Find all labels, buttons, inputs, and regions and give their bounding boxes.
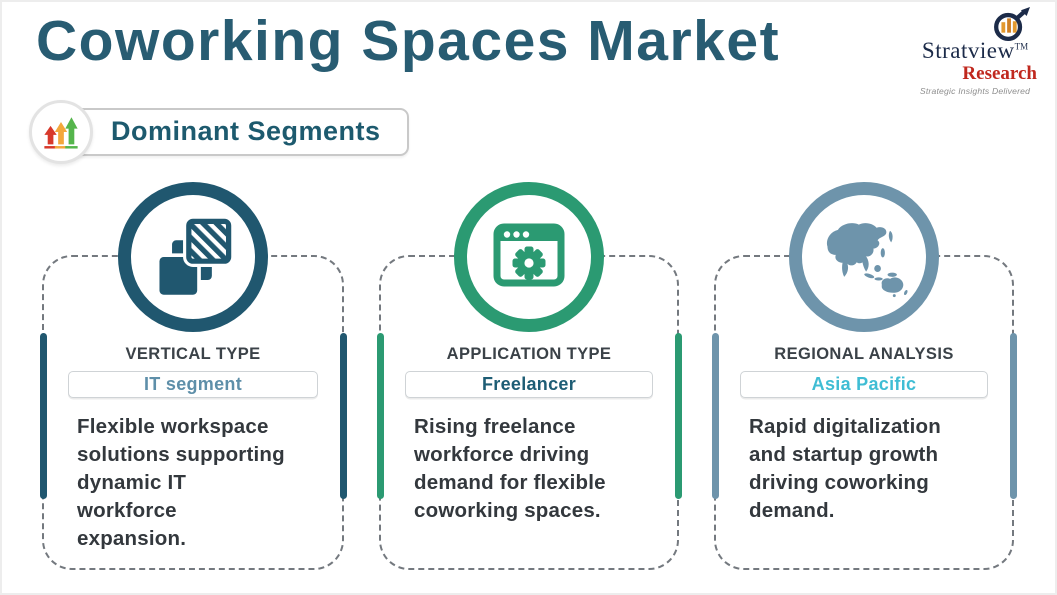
accent-bar-left (39, 333, 47, 499)
page-title: Coworking Spaces Market (36, 9, 781, 73)
card-description: Rising freelance workforce driving deman… (414, 415, 606, 522)
browser-gear-icon (493, 223, 565, 287)
card-circle (789, 182, 939, 332)
card-circle (118, 182, 268, 332)
logo-brand2-text: Research (962, 63, 1037, 85)
section-badge-label: Dominant Segments (61, 108, 409, 156)
card-circle (454, 182, 604, 332)
accent-bar-right (1009, 333, 1017, 499)
growth-arrows-icon (29, 100, 93, 164)
logo-brand-name: StratviewTM (921, 38, 1029, 63)
stratview-logo: StratviewTM Research Strategic Insights … (911, 6, 1039, 96)
card-category: VERTICAL TYPE (125, 345, 261, 363)
asia-pacific-map-icon (826, 223, 908, 298)
accent-bar-left (376, 333, 384, 499)
segment-chip: IT segment (68, 371, 318, 398)
layers-icon (155, 215, 235, 299)
logo-trademark: TM (1014, 41, 1029, 52)
magnifier-chart-icon (994, 6, 1030, 41)
segment-card-regional-analysis: REGIONAL ANALYSIS Asia Pacific Rapid dig… (711, 182, 1017, 570)
segment-chip: Freelancer (405, 371, 653, 398)
card-description: Rapid digitalization and startup growth … (749, 415, 941, 522)
logo-brand-text: Stratview (921, 38, 1015, 63)
segment-card-application-type: APPLICATION TYPE Freelancer Rising freel… (376, 182, 682, 570)
segment-chip: Asia Pacific (740, 371, 988, 398)
segment-card-vertical-type: VERTICAL TYPE IT segment Flexible worksp… (39, 182, 347, 570)
card-category: REGIONAL ANALYSIS (774, 345, 954, 363)
logo-tagline: Strategic Insights Delivered (919, 86, 1031, 97)
accent-bar-right (339, 333, 347, 499)
accent-bar-right (674, 333, 682, 499)
card-category: APPLICATION TYPE (446, 345, 612, 363)
card-description: Flexible workspace solutions supporting … (77, 415, 285, 550)
accent-bar-left (711, 333, 719, 499)
